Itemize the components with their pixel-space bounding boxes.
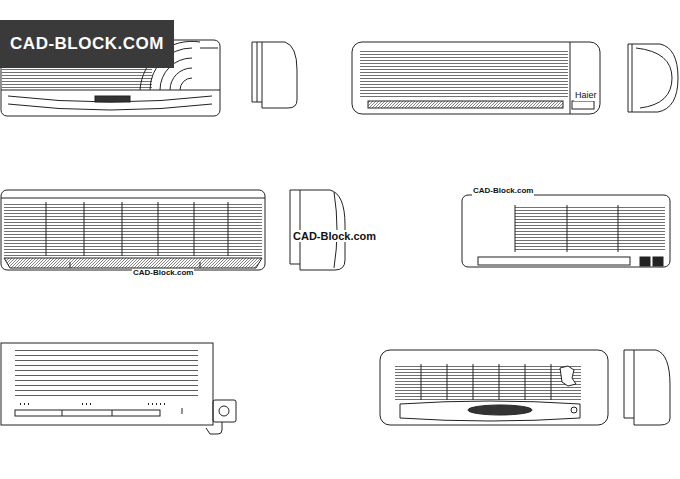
watermark: CAD-Block.com <box>292 230 377 242</box>
drawing-stroke <box>640 257 650 266</box>
drawing-stroke <box>20 403 165 405</box>
drawing-stroke <box>551 364 552 400</box>
watermark: CAD-Block.com <box>472 187 534 196</box>
drawing-stroke <box>560 366 576 386</box>
drawing-stroke <box>380 350 608 425</box>
banner-text: CAD-BLOCK.COM <box>10 34 164 54</box>
drawing-stroke <box>1 190 265 270</box>
unit-front-4 <box>462 195 670 267</box>
drawing-stroke <box>252 42 297 108</box>
drawing-stroke <box>213 400 236 422</box>
drawing-stroke <box>352 42 600 114</box>
drawing-stroke <box>499 364 500 400</box>
drawing-stroke <box>200 262 201 268</box>
drawing-stroke <box>632 44 633 112</box>
unit-side-1 <box>252 42 297 108</box>
drawing-stroke <box>200 48 218 49</box>
drawing-stroke <box>1 343 213 425</box>
drawing-stroke <box>170 68 192 90</box>
drawing-stroke <box>180 78 192 90</box>
drawing-stroke <box>70 262 71 268</box>
drawing-stroke <box>84 202 85 256</box>
drawing-stroke <box>400 401 580 421</box>
drawing-stroke <box>158 202 159 256</box>
drawing-stroke <box>462 195 670 267</box>
drawing-stroke <box>95 96 130 102</box>
unit-front-2 <box>352 42 600 114</box>
drawing-stroke <box>8 104 212 110</box>
drawing-stroke <box>194 202 195 256</box>
drawing-stroke <box>206 422 222 434</box>
drawing-stroke <box>571 407 577 413</box>
drawing-stroke <box>15 350 198 396</box>
unit-side-2 <box>628 44 678 112</box>
drawing-stroke <box>262 42 263 102</box>
drawing-stroke <box>570 42 571 114</box>
drawing-stroke <box>525 364 526 400</box>
drawing-stroke <box>653 257 663 266</box>
drawing-stroke <box>636 48 672 108</box>
drawing-stroke <box>628 44 678 112</box>
watermark: CAD-Block.com <box>132 269 194 278</box>
drawing-stroke <box>468 405 532 415</box>
drawing-stroke <box>4 202 262 256</box>
unit-side-6 <box>624 350 670 425</box>
drawing-stroke <box>1 198 265 199</box>
brand-label: Haier <box>574 91 598 101</box>
drawing-stroke <box>421 364 422 400</box>
site-banner: CAD-BLOCK.COM <box>0 20 174 68</box>
drawing-stroke <box>447 364 448 400</box>
drawing-stroke <box>122 202 123 256</box>
unit-front-3 <box>1 190 265 270</box>
drawing-stroke <box>478 257 630 265</box>
drawing-stroke <box>1 90 220 91</box>
drawing-stroke <box>618 205 619 252</box>
drawing-stroke <box>368 101 563 108</box>
unit-front-5 <box>1 343 236 434</box>
drawing-stroke <box>4 258 262 268</box>
drawing-stroke <box>182 408 183 414</box>
drawing-stroke <box>515 205 516 252</box>
drawing-stroke <box>515 205 665 252</box>
drawing-stroke <box>572 101 594 109</box>
drawing-stroke <box>634 350 635 418</box>
drawing-stroke <box>473 364 474 400</box>
unit-front-6 <box>380 350 608 425</box>
drawing-stroke <box>112 410 113 416</box>
drawing-stroke <box>228 202 229 256</box>
drawing-stroke <box>395 364 581 400</box>
drawing-stroke <box>567 205 568 252</box>
drawing-stroke <box>300 190 301 264</box>
drawing-stroke <box>8 96 212 102</box>
drawing-stroke <box>62 410 63 416</box>
drawing-stroke <box>257 42 258 102</box>
drawing-stroke <box>46 202 47 256</box>
drawing-stroke <box>15 410 160 416</box>
drawing-stroke <box>360 50 568 98</box>
drawing-stroke <box>624 350 670 425</box>
drawing-stroke <box>219 406 229 416</box>
